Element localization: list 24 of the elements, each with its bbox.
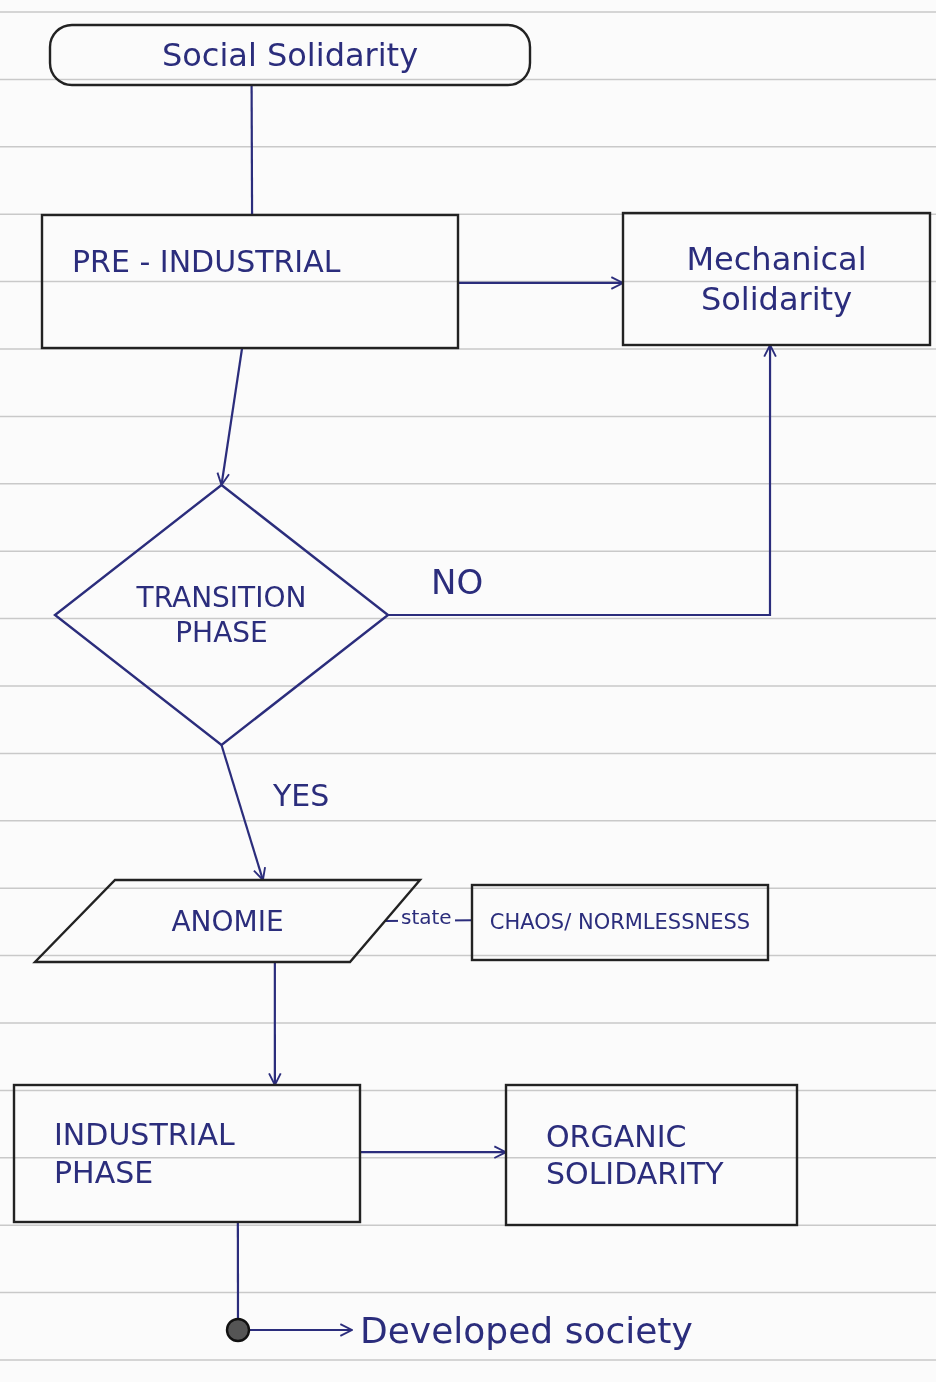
process-box [472, 885, 768, 960]
process-box [506, 1085, 797, 1225]
node-label: Mechanical Solidarity [685, 239, 868, 319]
decision-diamond [55, 485, 388, 745]
node-label: ORGANIC SOLIDARITY [546, 1117, 725, 1193]
process-box [42, 215, 458, 348]
connector-arrow [458, 276, 624, 290]
node-label: TRANSITION PHASE [135, 580, 308, 650]
connector-arrow [360, 1145, 507, 1159]
node-label: Social Solidarity [161, 35, 419, 75]
connector-arrow [216, 347, 244, 486]
node-label: PRE - INDUSTRIAL [72, 243, 341, 281]
connector-arrow [268, 962, 282, 1086]
node-label: Developed society [360, 1308, 693, 1353]
node-label: INDUSTRIAL PHASE [54, 1116, 236, 1191]
end-dot [226, 1318, 250, 1342]
node-label: ANOMIE [171, 903, 284, 939]
process-box [14, 1085, 360, 1222]
connector-arrow [250, 1323, 353, 1337]
connector-arrow [220, 744, 266, 881]
connector-arrow [388, 344, 777, 617]
start-box [50, 25, 530, 85]
node-label: CHAOS/ NORMLESSNESS [489, 909, 751, 936]
process-box [623, 213, 930, 345]
